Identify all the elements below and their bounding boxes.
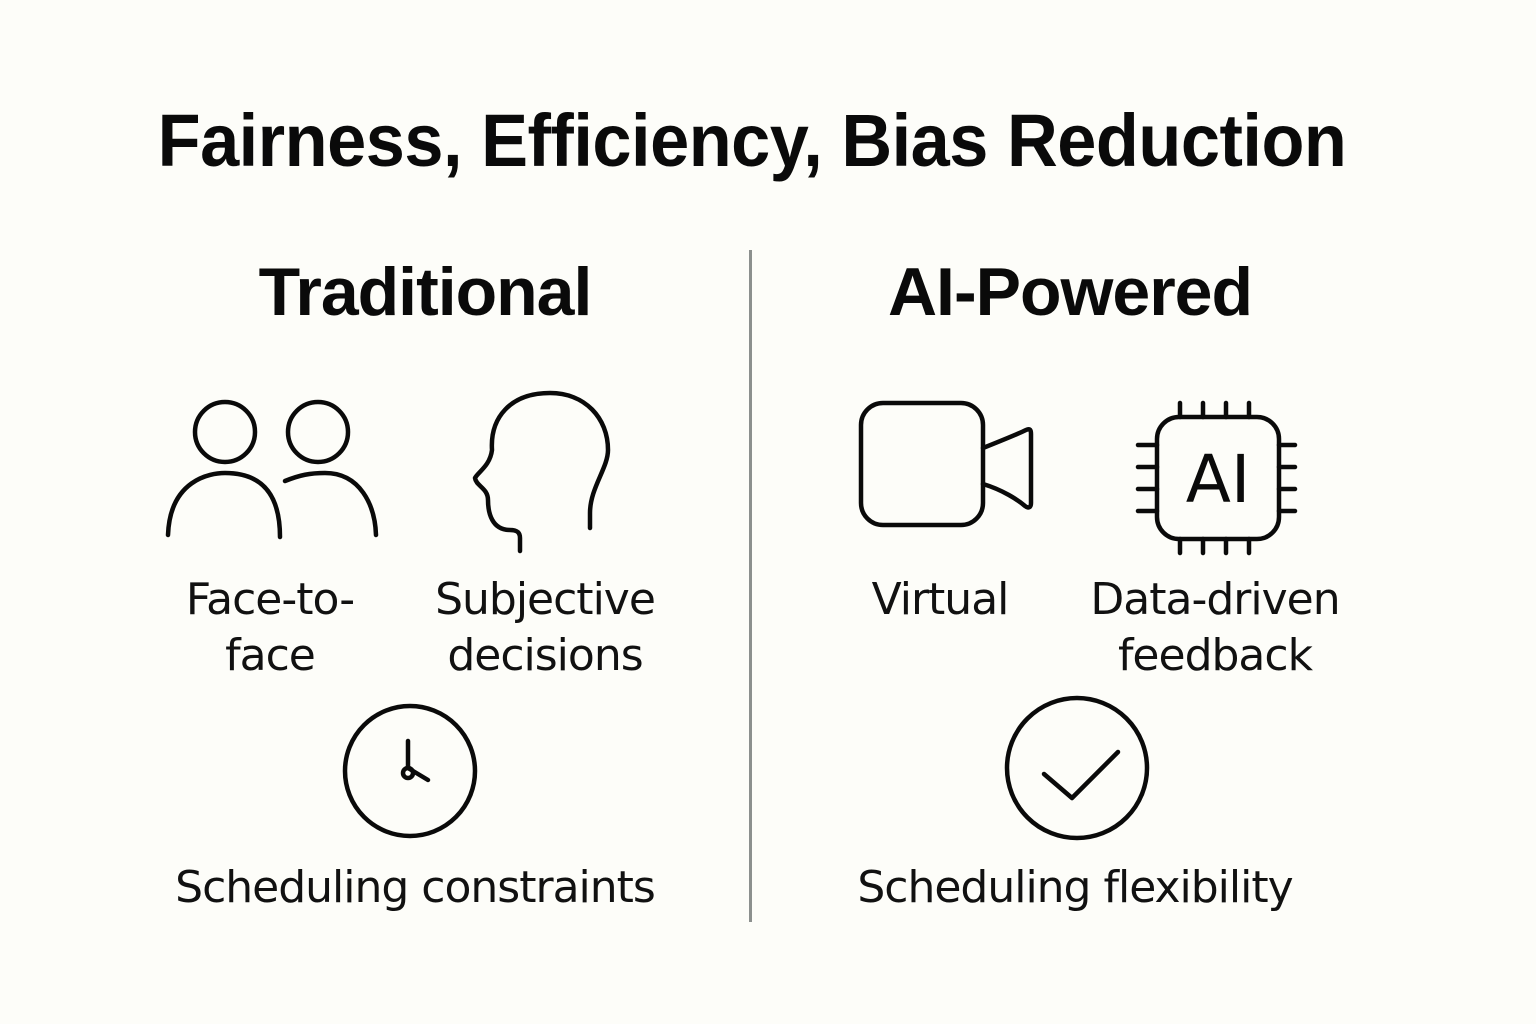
traditional-heading: Traditional: [258, 254, 593, 330]
check-circle-icon: [1004, 695, 1150, 841]
ai-chip-text: AI: [1186, 441, 1251, 518]
scheduling-constraints-label: Scheduling constraints: [175, 862, 656, 913]
virtual-label: Virtual: [871, 574, 1010, 625]
face-to-face-label: Face-to- face: [185, 574, 355, 681]
page-title: Fairness, Efficiency, Bias Reduction: [157, 99, 1347, 182]
head-profile-icon: [472, 390, 611, 554]
scheduling-flexibility-label: Scheduling flexibility: [857, 862, 1293, 913]
ai-chip-icon: AI: [1135, 400, 1298, 556]
ai-powered-heading: AI-Powered: [887, 254, 1253, 330]
video-camera-icon: [858, 400, 1034, 528]
data-driven-feedback-label: Data-driven feedback: [1090, 574, 1340, 681]
column-divider: [749, 250, 752, 922]
subjective-decisions-label: Subjective decisions: [435, 574, 656, 681]
clock-icon: [342, 703, 478, 839]
two-people-icon: [165, 399, 379, 540]
